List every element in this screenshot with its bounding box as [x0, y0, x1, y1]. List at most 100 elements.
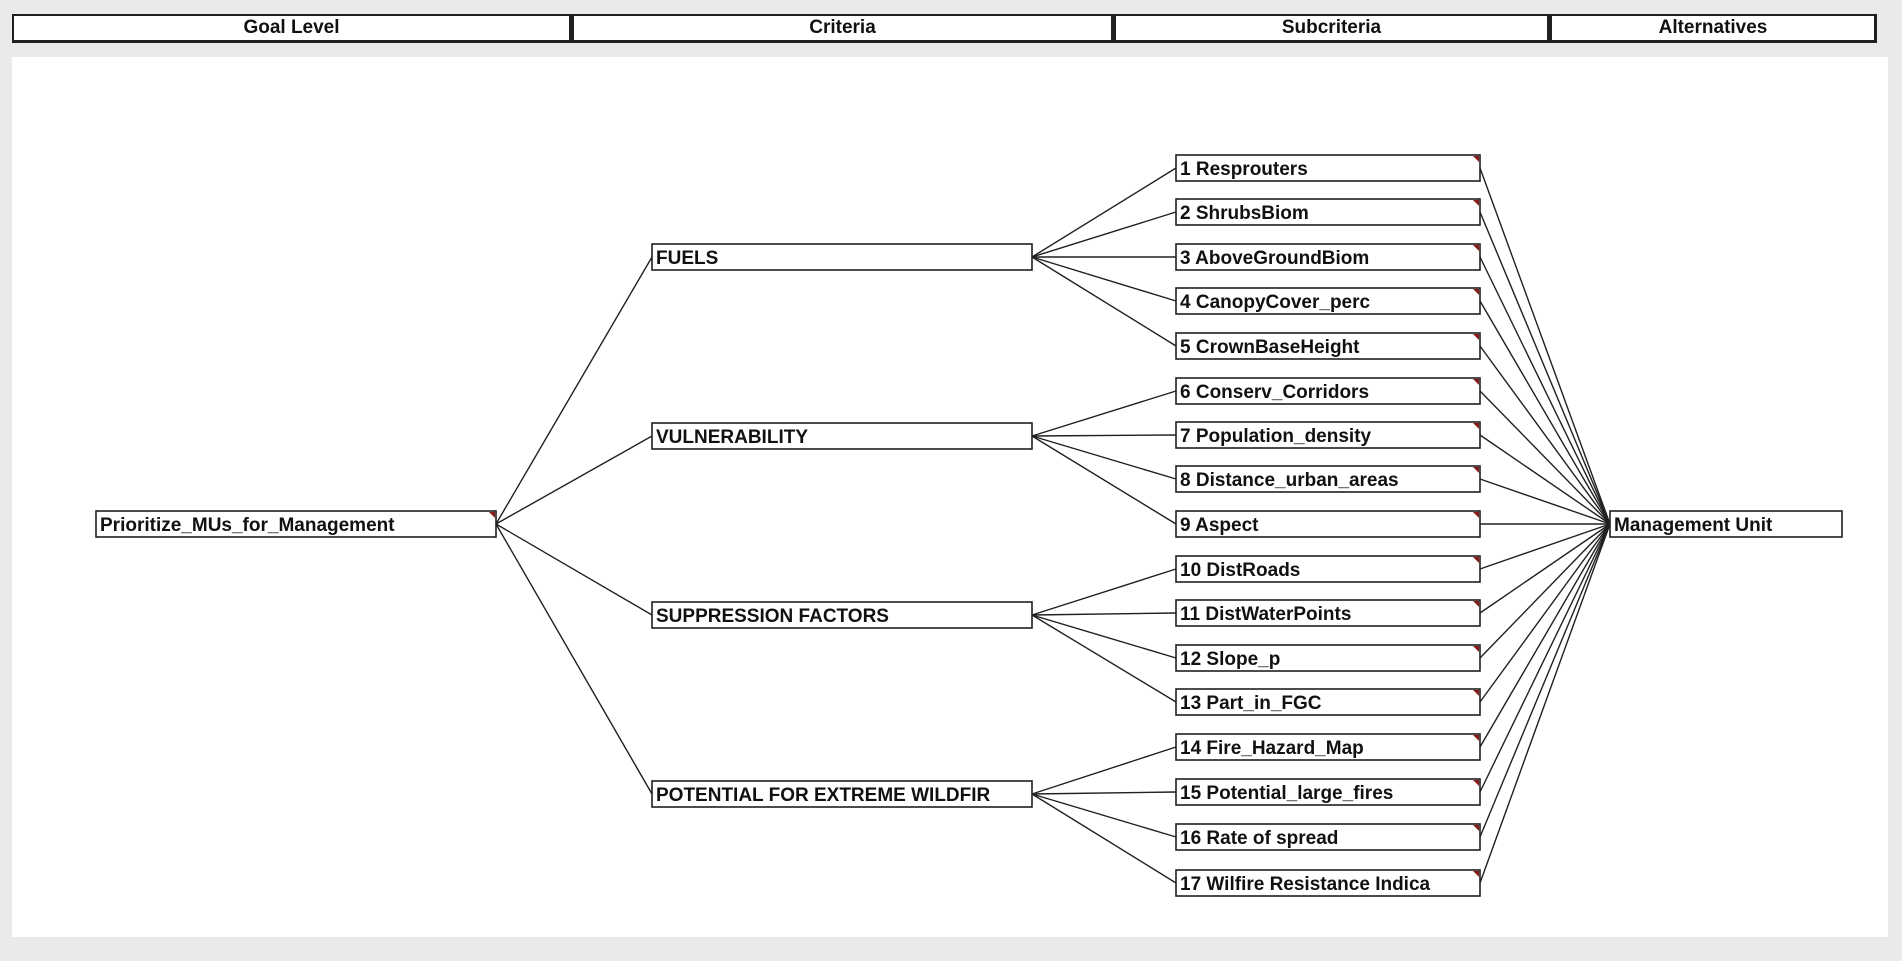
- goal-node-flag-icon: [489, 512, 495, 518]
- subcriterion-node-2-box[interactable]: [1175, 198, 1481, 226]
- subcriterion-node-17-box[interactable]: [1175, 869, 1481, 897]
- edge-criterion-2-sub-8: [1031, 435, 1177, 480]
- criterion-node-1[interactable]: FUELS: [651, 243, 1033, 271]
- subcriterion-node-13-box[interactable]: [1175, 688, 1481, 716]
- edge-goal-criterion-2: [495, 435, 653, 525]
- edge-sub-16-alternative: [1479, 523, 1611, 838]
- subcriterion-node-17-flag-icon: [1473, 871, 1479, 877]
- subcriterion-node-7[interactable]: 7 Population_density: [1175, 421, 1481, 449]
- subcriterion-node-12-box[interactable]: [1175, 644, 1481, 672]
- edge-sub-15-alternative: [1479, 523, 1611, 793]
- edge-sub-7-alternative: [1479, 434, 1611, 525]
- column-header-subcriteria[interactable]: Subcriteria: [1114, 14, 1550, 43]
- subcriterion-node-10-label: 10 DistRoads: [1180, 560, 1300, 581]
- hierarchy-tree: Prioritize_MUs_for_Management FUELS VULNER…: [95, 154, 1843, 897]
- subcriterion-node-11[interactable]: 11 DistWaterPoints: [1175, 599, 1481, 627]
- edge-criterion-4-sub-15: [1031, 791, 1177, 795]
- criterion-node-4-box[interactable]: [651, 780, 1033, 808]
- edge-sub-5-alternative: [1479, 345, 1611, 525]
- subcriterion-node-15-box[interactable]: [1175, 778, 1481, 806]
- criterion-node-3-label: SUPPRESSION FACTORS: [656, 606, 889, 627]
- criterion-node-3[interactable]: SUPPRESSION FACTORS: [651, 601, 1033, 629]
- subcriterion-node-4[interactable]: 4 CanopyCover_perc: [1175, 287, 1481, 315]
- edge-goal-criterion-1: [495, 256, 653, 525]
- subcriterion-node-4-flag-icon: [1473, 289, 1479, 295]
- subcriterion-node-5-flag-icon: [1473, 334, 1479, 340]
- edge-sub-6-alternative: [1479, 390, 1611, 525]
- column-header-criteria[interactable]: Criteria: [572, 14, 1114, 43]
- subcriterion-node-8-flag-icon: [1473, 467, 1479, 473]
- subcriterion-node-3-box[interactable]: [1175, 243, 1481, 271]
- subcriterion-node-9-box[interactable]: [1175, 510, 1481, 538]
- subcriterion-node-8-box[interactable]: [1175, 465, 1481, 493]
- edge-criterion-3-sub-13: [1031, 614, 1177, 703]
- subcriterion-node-10[interactable]: 10 DistRoads: [1175, 555, 1481, 583]
- subcriterion-node-14[interactable]: 14 Fire_Hazard_Map: [1175, 733, 1481, 761]
- criterion-node-2[interactable]: VULNERABILITY: [651, 422, 1033, 450]
- alternative-node-label: Management Unit: [1614, 515, 1773, 536]
- subcriterion-node-1-flag-icon: [1473, 156, 1479, 162]
- alternative-node[interactable]: Management Unit: [1609, 510, 1843, 538]
- subcriterion-node-17[interactable]: 17 Wilfire Resistance Indica: [1175, 869, 1481, 897]
- subcriterion-node-6[interactable]: 6 Conserv_Corridors: [1175, 377, 1481, 405]
- subcriterion-node-11-box[interactable]: [1175, 599, 1481, 627]
- edge-sub-12-alternative: [1479, 523, 1611, 659]
- subcriterion-node-7-box[interactable]: [1175, 421, 1481, 449]
- subcriterion-node-12-label: 12 Slope_p: [1180, 649, 1280, 670]
- edge-sub-10-alternative: [1479, 523, 1611, 570]
- subcriterion-node-16-flag-icon: [1473, 825, 1479, 831]
- criterion-node-4-label: POTENTIAL FOR EXTREME WILDFIR: [656, 785, 991, 806]
- edge-criterion-4-sub-16: [1031, 793, 1177, 838]
- subcriterion-node-6-box[interactable]: [1175, 377, 1481, 405]
- subcriterion-node-17-label: 17 Wilfire Resistance Indica: [1180, 874, 1431, 895]
- edge-criterion-1-sub-5: [1031, 256, 1177, 347]
- alternative-node-box[interactable]: [1609, 510, 1843, 538]
- goal-node-label: Prioritize_MUs_for_Management: [100, 515, 395, 536]
- edge-sub-4-alternative: [1479, 300, 1611, 525]
- subcriterion-node-4-label: 4 CanopyCover_perc: [1180, 292, 1371, 313]
- column-header-goal-level[interactable]: Goal Level: [12, 14, 572, 43]
- subcriterion-node-8[interactable]: 8 Distance_urban_areas: [1175, 465, 1481, 493]
- subcriterion-node-5[interactable]: 5 CrownBaseHeight: [1175, 332, 1481, 360]
- edge-sub-2-alternative: [1479, 211, 1611, 525]
- subcriterion-node-4-box[interactable]: [1175, 287, 1481, 315]
- subcriterion-node-16[interactable]: 16 Rate of spread: [1175, 823, 1481, 851]
- criterion-node-4[interactable]: POTENTIAL FOR EXTREME WILDFIR: [651, 780, 1033, 808]
- hierarchy-canvas: Prioritize_MUs_for_Management FUELS VULNER…: [12, 57, 1888, 937]
- edge-criterion-4-sub-14: [1031, 746, 1177, 795]
- subcriterion-node-12[interactable]: 12 Slope_p: [1175, 644, 1481, 672]
- subcriterion-node-13[interactable]: 13 Part_in_FGC: [1175, 688, 1481, 716]
- subcriterion-node-6-label: 6 Conserv_Corridors: [1180, 382, 1369, 403]
- column-header-alternatives[interactable]: Alternatives: [1550, 14, 1877, 43]
- edge-criterion-2-sub-6: [1031, 390, 1177, 437]
- edge-criterion-2-sub-7: [1031, 434, 1177, 437]
- subcriterion-node-16-box[interactable]: [1175, 823, 1481, 851]
- subcriterion-node-10-flag-icon: [1473, 557, 1479, 563]
- subcriterion-node-9-flag-icon: [1473, 512, 1479, 518]
- criterion-node-2-box[interactable]: [651, 422, 1033, 450]
- criterion-node-3-box[interactable]: [651, 601, 1033, 629]
- subcriterion-node-2[interactable]: 2 ShrubsBiom: [1175, 198, 1481, 226]
- subcriterion-node-9[interactable]: 9 Aspect: [1175, 510, 1481, 538]
- subcriterion-node-9-label: 9 Aspect: [1180, 515, 1259, 536]
- subcriterion-node-15[interactable]: 15 Potential_large_fires: [1175, 778, 1481, 806]
- edge-criterion-1-sub-1: [1031, 167, 1177, 258]
- criterion-node-1-box[interactable]: [651, 243, 1033, 271]
- edge-criterion-3-sub-10: [1031, 568, 1177, 616]
- subcriterion-node-14-box[interactable]: [1175, 733, 1481, 761]
- subcriterion-node-5-box[interactable]: [1175, 332, 1481, 360]
- subcriterion-node-5-label: 5 CrownBaseHeight: [1180, 337, 1360, 358]
- subcriterion-node-1[interactable]: 1 Resprouters: [1175, 154, 1481, 182]
- criterion-node-1-label: FUELS: [656, 248, 718, 269]
- subcriterion-node-16-label: 16 Rate of spread: [1180, 828, 1338, 849]
- edge-criterion-3-sub-11: [1031, 612, 1177, 616]
- subcriterion-node-15-flag-icon: [1473, 780, 1479, 786]
- subcriterion-node-1-box[interactable]: [1175, 154, 1481, 182]
- goal-node-box[interactable]: [95, 510, 497, 538]
- subcriterion-node-11-flag-icon: [1473, 601, 1479, 607]
- subcriterion-node-10-box[interactable]: [1175, 555, 1481, 583]
- subcriterion-node-3[interactable]: 3 AboveGroundBiom: [1175, 243, 1481, 271]
- subcriterion-node-13-label: 13 Part_in_FGC: [1180, 693, 1322, 714]
- goal-node[interactable]: Prioritize_MUs_for_Management: [95, 510, 497, 538]
- edge-sub-13-alternative: [1479, 523, 1611, 703]
